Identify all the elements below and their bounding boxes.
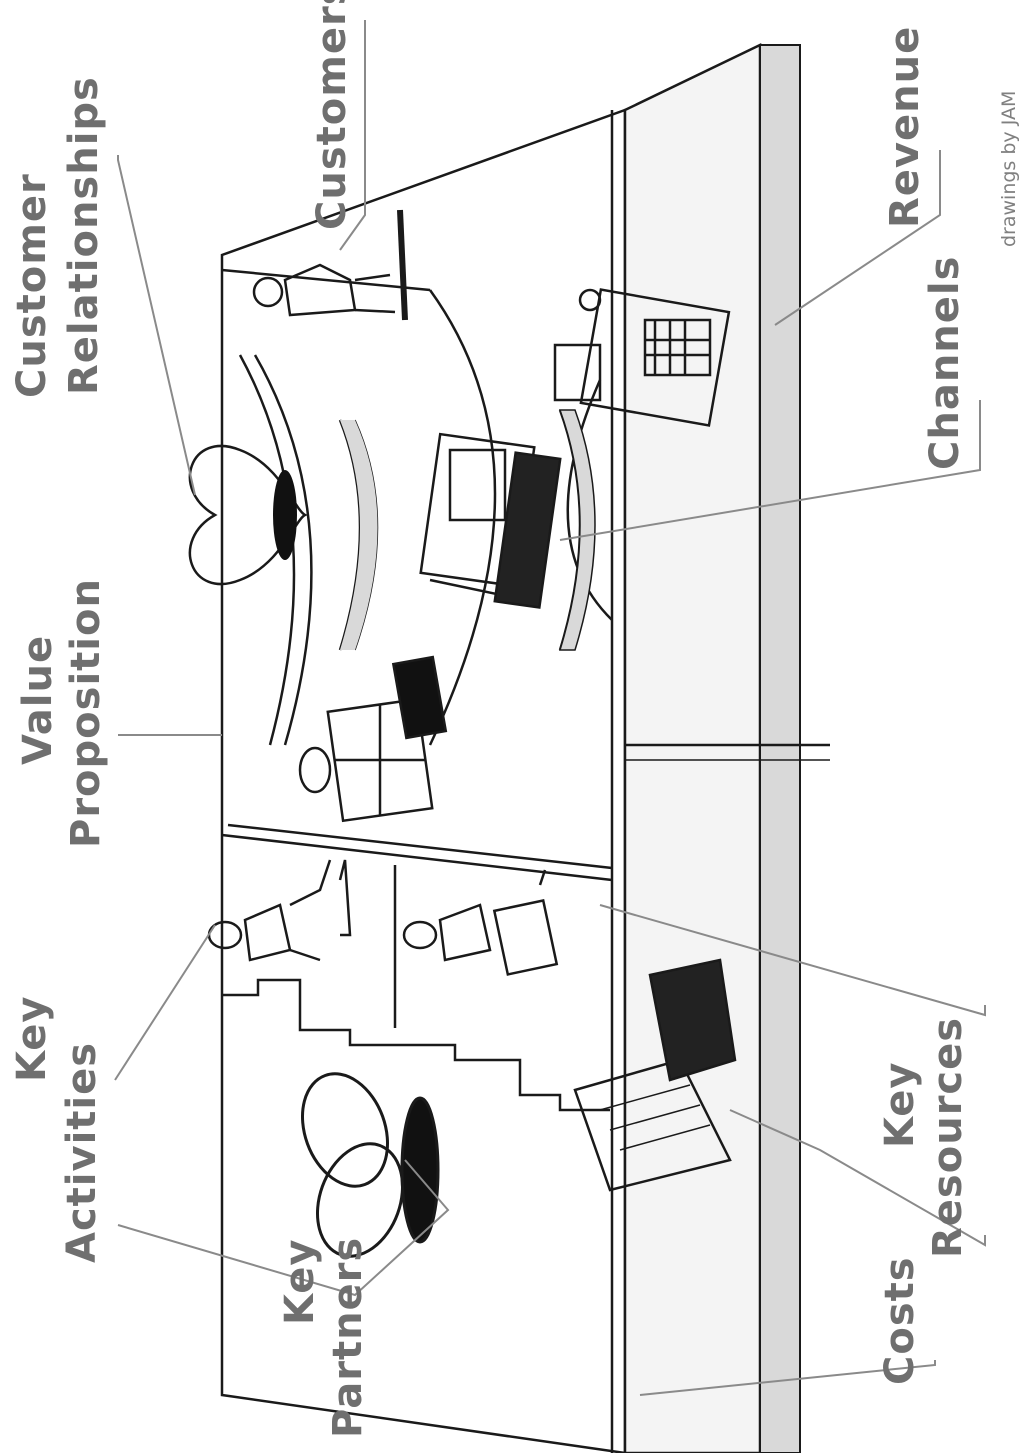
key-resources-label-line2: Resources	[925, 1016, 971, 1258]
key-partners-label-line2: Partners	[325, 1236, 371, 1438]
key-activities-label-line2: Activities	[59, 1041, 105, 1263]
worker-at-desk-icon	[207, 859, 352, 962]
central-band	[340, 420, 378, 650]
costs-label: Costs	[877, 1256, 923, 1385]
value-proposition-label-line1: Value	[15, 634, 61, 765]
interlocked-rings-icon	[300, 1072, 440, 1258]
board-outline	[220, 43, 762, 1453]
key-partners-label-line1: Key	[277, 1238, 323, 1326]
worker-with-equipment-icon	[402, 869, 559, 976]
value-proposition-label-line2: Proposition	[63, 578, 109, 848]
revenue-label: Revenue	[882, 25, 928, 228]
customer-relationships-label-line1: Customer	[9, 173, 55, 398]
leader-lines	[114, 20, 986, 1396]
channels-label: Channels	[922, 255, 968, 470]
cash-register-icon	[553, 288, 731, 427]
gift-box-icon	[298, 655, 448, 823]
delivery-truck-icon	[419, 432, 562, 609]
customers-label: Customers	[309, 0, 355, 230]
documents-icon	[573, 958, 737, 1192]
credit-text: drawings by JAM	[998, 90, 1020, 247]
key-activities-label-line1: Key	[9, 995, 55, 1083]
key-resources-label-line1: Key	[877, 1061, 923, 1149]
bottom-stripe	[759, 44, 801, 1453]
customer-figure-icon	[252, 209, 408, 321]
customer-relationships-label-line2: Relationships	[61, 76, 107, 395]
heart-icon	[188, 444, 308, 586]
